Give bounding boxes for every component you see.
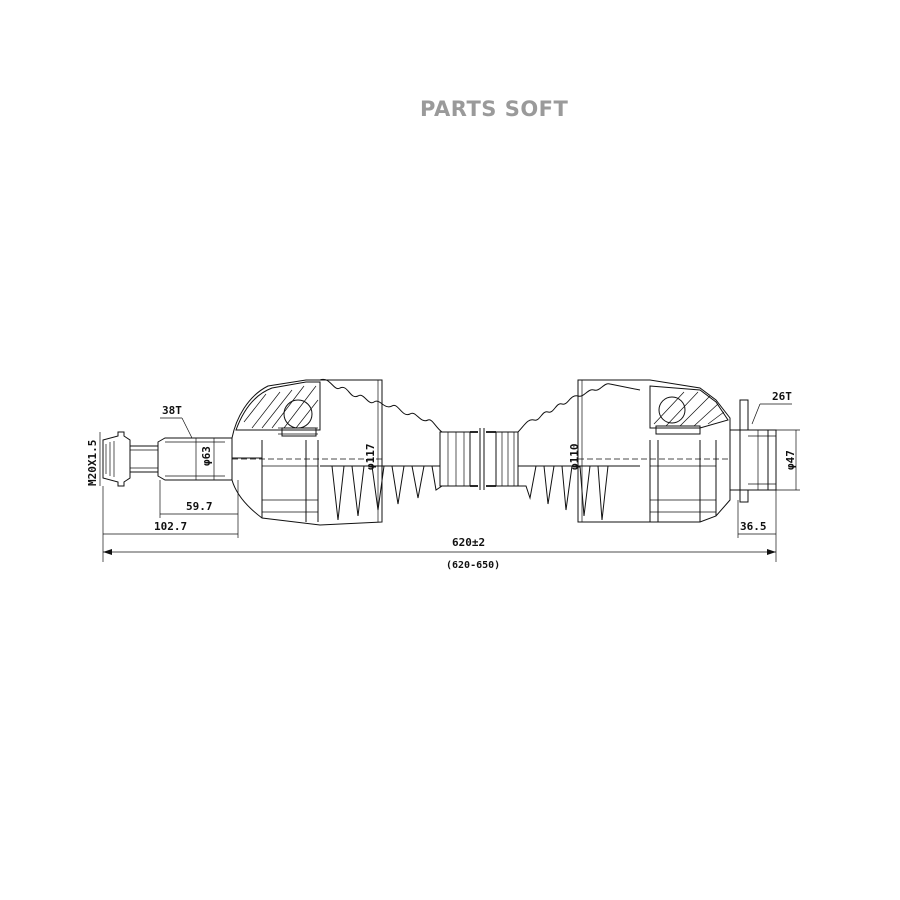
total-length-label: 620±2 — [452, 536, 485, 549]
spline-inner-label: 26T — [772, 390, 792, 403]
thread-label: M20X1.5 — [86, 440, 99, 486]
watermark-text: PARTS SOFT — [420, 97, 569, 121]
dimensions: M20X1.5 38T φ63 φ117 φ110 26T φ47 59.7 1 — [86, 380, 800, 571]
inner-cv-joint — [577, 379, 777, 523]
dia-inner-joint-label: φ110 — [568, 444, 581, 471]
len-102-label: 102.7 — [154, 520, 187, 533]
len-59-label: 59.7 — [186, 500, 213, 513]
spline-outer-label: 38T — [162, 404, 182, 417]
length-range-label: (620-650) — [446, 560, 500, 571]
dia-outer-joint-label: φ117 — [364, 444, 377, 471]
inner-boot — [495, 383, 641, 521]
outer-boot — [319, 378, 471, 521]
dia-stub-label: φ47 — [784, 450, 797, 470]
len-36-label: 36.5 — [740, 520, 767, 533]
outer-cv-joint — [102, 379, 383, 526]
intermediate-shaft — [470, 428, 496, 490]
dia-shaft-label: φ63 — [200, 446, 213, 466]
